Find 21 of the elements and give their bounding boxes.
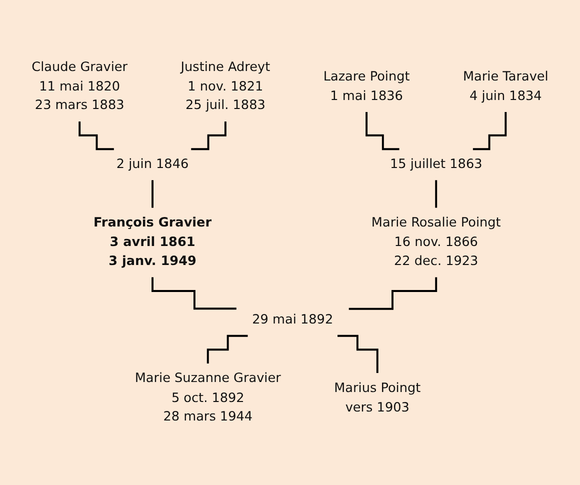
connector [152,179,154,209]
node-text: 15 juillet 1863 [390,157,482,172]
connector [472,110,507,150]
connector [338,334,378,374]
connector [206,334,248,364]
node-text: 2 juin 1846 [116,157,189,172]
node-text: Justine Adreyt 1 nov. 1821 25 juil. 1883 [180,60,270,114]
connector [191,120,226,150]
node-text: Marie Rosalie Poingt 16 nov. 1866 22 dec. 1923 [371,216,501,269]
node-text: Lazare Poingt 1 mai 1836 [323,70,410,104]
node-text: Marie Suzanne Gravier 5 oct. 1892 28 mars 1944 [134,371,281,425]
connector [348,276,438,310]
node-text: Marie Taravel 4 juin 1834 [462,70,548,104]
connector [435,179,438,209]
connector [366,110,400,150]
node-text: François Gravier 3 avril 1861 3 janv. 1949 [93,216,212,269]
connector [152,276,236,310]
connector [78,120,114,150]
node-text: Marius Poingt vers 1903 [334,380,421,415]
node-text: Claude Gravier 11 mai 1820 23 mars 1883 [32,60,128,114]
node-text: 29 mai 1892 [252,312,334,328]
